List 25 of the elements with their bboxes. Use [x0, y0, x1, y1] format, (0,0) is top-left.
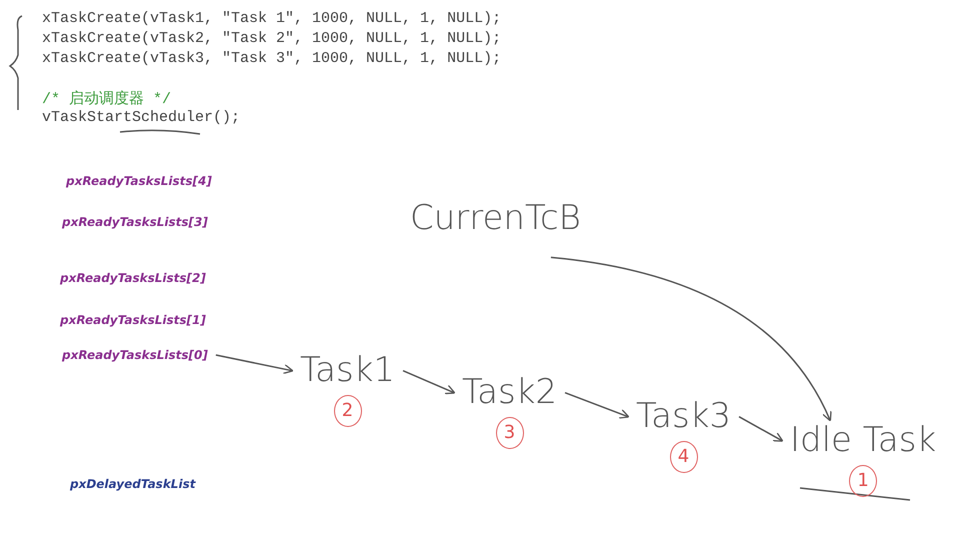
handwritten-label: Idle Task [790, 422, 936, 460]
arrow [550, 256, 832, 422]
code-line: xTaskCreate(vTask3, "Task 3", 1000, NULL, 1, NULL); [42, 50, 502, 67]
circled-number: 2 [334, 395, 362, 428]
arrow [738, 416, 784, 442]
list-label: pxDelayedTaskList [70, 477, 196, 491]
list-label: pxReadyTasksLists[1] [60, 313, 206, 327]
code-comment: /* 启动调度器 */ [42, 89, 172, 108]
circled-number: 3 [496, 417, 524, 450]
arrow [402, 370, 456, 394]
circled-number: 4 [670, 441, 698, 474]
code-line: vTaskStartScheduler(); [42, 109, 240, 126]
list-label: pxReadyTasksLists[3] [62, 215, 208, 229]
handwritten-label: Task1 [300, 352, 396, 390]
handwritten-label: Task2 [462, 374, 558, 412]
code-line: xTaskCreate(vTask1, "Task 1", 1000, NULL, 1, NULL); [42, 10, 502, 27]
arrow [564, 392, 630, 419]
handwritten-label: Task3 [636, 398, 732, 436]
list-label: pxReadyTasksLists[4] [66, 174, 212, 188]
circled-number: 1 [849, 465, 878, 498]
handwritten-label: CurrenTcB [410, 200, 581, 238]
arrow [216, 354, 294, 374]
list-label: pxReadyTasksLists[2] [60, 271, 206, 285]
code-line: xTaskCreate(vTask2, "Task 2", 1000, NULL, 1, NULL); [42, 30, 502, 47]
list-label: pxReadyTasksLists[0] [62, 348, 208, 362]
